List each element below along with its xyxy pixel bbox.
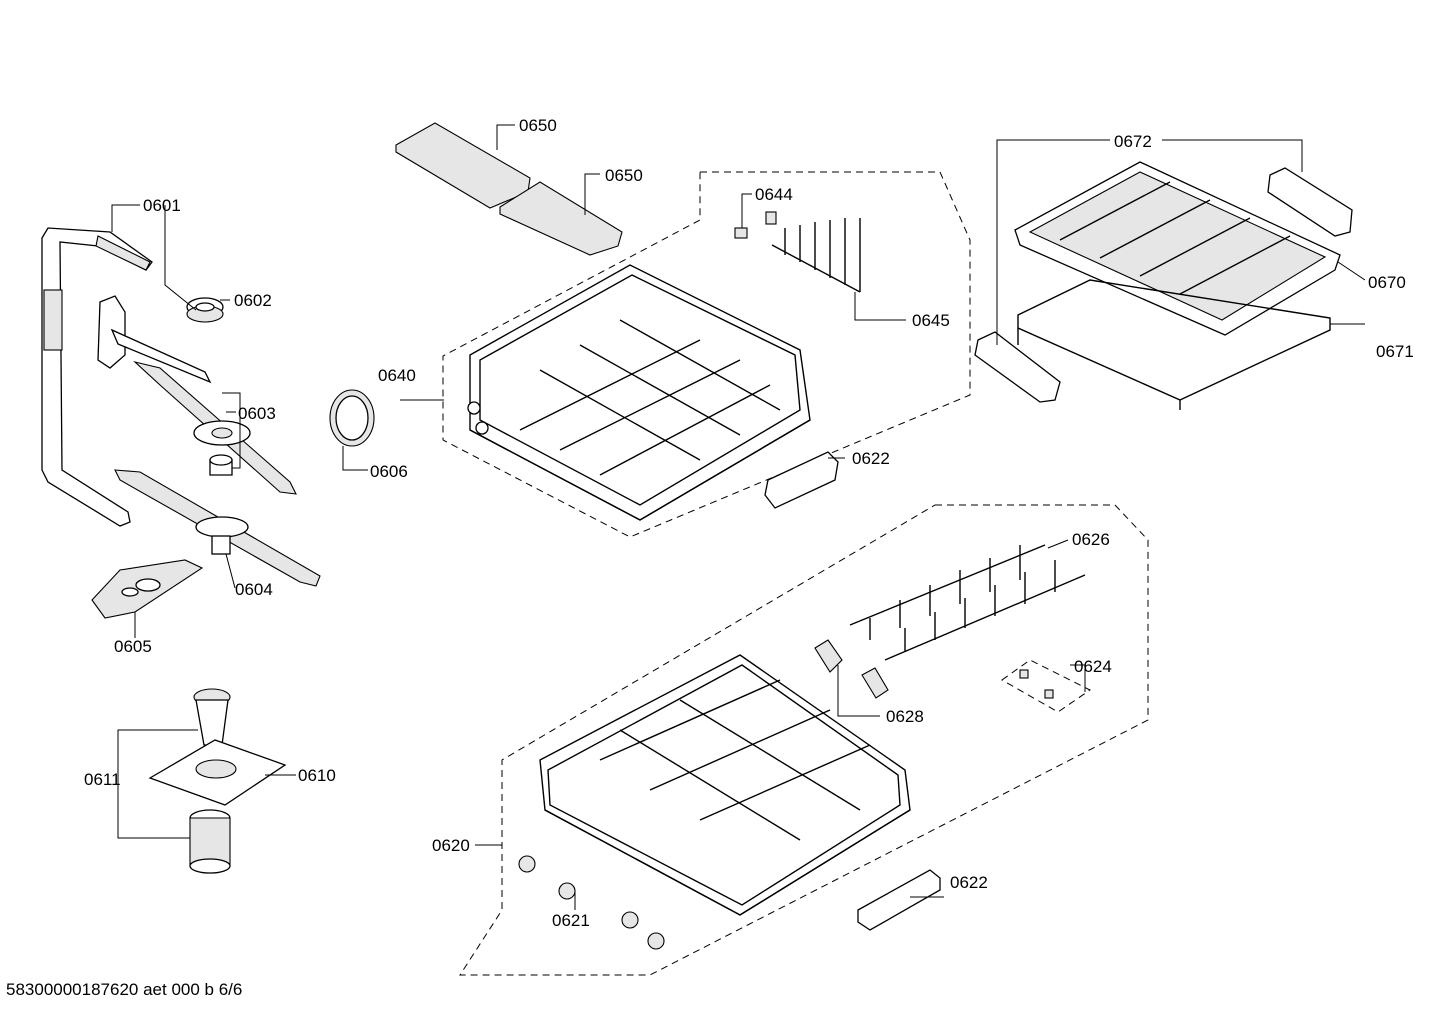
upper-basket-group-outline	[442, 171, 971, 538]
label-0622-lower: 0622	[950, 873, 988, 892]
tray-rail-frame	[1017, 279, 1331, 410]
document-id: 58300000187620 aet 000 b 6/6	[6, 980, 243, 999]
lower-spray-arm	[114, 469, 321, 587]
cup-shelf-upper	[395, 122, 531, 209]
label-0671: 0671	[1376, 342, 1414, 361]
cup-shelf-lower	[499, 181, 623, 256]
sieve-disc	[329, 389, 375, 447]
cutlery-tray	[1014, 161, 1341, 336]
filter-cover	[91, 559, 204, 619]
label-0645: 0645	[912, 311, 950, 330]
label-0620: 0620	[432, 836, 470, 855]
side-rail-left	[974, 331, 1061, 403]
basket-handle-upper	[764, 451, 839, 509]
spray-supply-pipe	[41, 227, 153, 527]
side-rail-right	[1267, 167, 1353, 237]
label-0601: 0601	[143, 196, 181, 215]
lower-basket	[539, 654, 911, 916]
basket-handle-lower	[857, 869, 941, 931]
folding-plate-racks	[849, 544, 1086, 661]
rack-guides	[814, 639, 889, 699]
nut	[186, 297, 224, 323]
label-0672: 0672	[1114, 132, 1152, 151]
label-0650-upper: 0650	[519, 116, 557, 135]
label-0610: 0610	[298, 766, 336, 785]
filter-assembly	[148, 688, 287, 874]
label-0605: 0605	[114, 637, 152, 656]
label-0622-upper: 0622	[852, 449, 890, 468]
lower-basket-group-outline	[459, 504, 1149, 976]
upper-basket	[467, 264, 811, 521]
clips	[734, 211, 777, 239]
label-0628: 0628	[886, 707, 924, 726]
folding-tine-rack	[771, 218, 861, 293]
small-parts-set	[1001, 659, 1091, 713]
label-0670: 0670	[1368, 273, 1406, 292]
label-0611: 0611	[84, 770, 121, 789]
leader-lines	[111, 124, 1366, 910]
label-0603: 0603	[238, 404, 276, 423]
upper-spray-arm	[97, 295, 297, 495]
label-0640: 0640	[378, 366, 416, 385]
label-0650-lower: 0650	[605, 166, 643, 185]
label-0606: 0606	[370, 462, 408, 481]
basket-wheels	[518, 855, 665, 950]
label-0644: 0644	[755, 185, 793, 204]
label-0624: 0624	[1074, 657, 1112, 676]
label-0602: 0602	[234, 291, 272, 310]
label-0626: 0626	[1072, 530, 1110, 549]
label-0604: 0604	[235, 580, 273, 599]
label-0621: 0621	[552, 911, 590, 930]
